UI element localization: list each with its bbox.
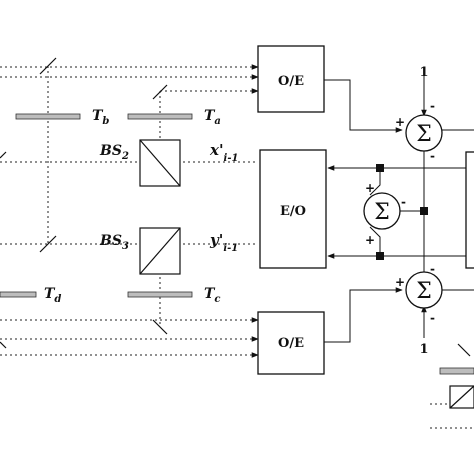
- y-signal-label: y'i-1: [209, 231, 238, 254]
- minus-sign: -: [430, 99, 435, 113]
- summer-top: Σ: [405, 114, 443, 152]
- plus-sign: +: [365, 233, 375, 247]
- oe-top-box: [257, 45, 325, 113]
- plate-ta: [127, 113, 193, 120]
- td-label: Td: [44, 286, 61, 305]
- plate-tc: [127, 291, 193, 298]
- summer-middle: Σ: [363, 192, 401, 230]
- plus-sign: +: [395, 275, 405, 289]
- eo-box: [259, 149, 327, 269]
- summer-signs: + - - + + - + - -: [365, 99, 435, 325]
- oe-top-label: O/E: [278, 74, 304, 89]
- right-box: [465, 151, 474, 269]
- bs3-label: BS3: [99, 233, 129, 252]
- legend-plate: [439, 367, 474, 375]
- oe-bottom-box: [257, 311, 325, 375]
- summer-bottom-input: 1: [419, 342, 428, 357]
- oe-bottom-label: O/E: [278, 336, 304, 351]
- minus-sign: -: [430, 262, 435, 276]
- minus-sign: -: [430, 149, 435, 163]
- summer-bottom: Σ: [405, 271, 443, 309]
- beam-splitter-cubes: [139, 139, 474, 409]
- optical-beams: [0, 64, 474, 429]
- plus-sign: +: [395, 115, 405, 129]
- plus-sign: +: [365, 181, 375, 195]
- junction-dots: [376, 164, 428, 260]
- eo-label: E/O: [280, 204, 306, 219]
- minus-sign: -: [401, 195, 406, 209]
- sigma-symbol: Σ: [416, 122, 432, 147]
- electrical-wiring: [324, 76, 474, 343]
- wave-plates: [0, 113, 474, 375]
- tc-label: Tc: [204, 286, 221, 305]
- bs2-label: BS2: [99, 143, 129, 162]
- sigma-symbol: Σ: [416, 279, 432, 304]
- summer-top-input: 1: [419, 65, 428, 80]
- plate-tb: [15, 113, 81, 120]
- blocks: [257, 45, 474, 375]
- ta-label: Ta: [204, 108, 221, 127]
- minus-sign: -: [430, 311, 435, 325]
- plate-td: [0, 291, 37, 298]
- mirrors: [0, 57, 471, 357]
- x-signal-label: x'i-1: [209, 141, 238, 164]
- sigma-symbol: Σ: [374, 200, 390, 225]
- tb-label: Tb: [92, 108, 109, 127]
